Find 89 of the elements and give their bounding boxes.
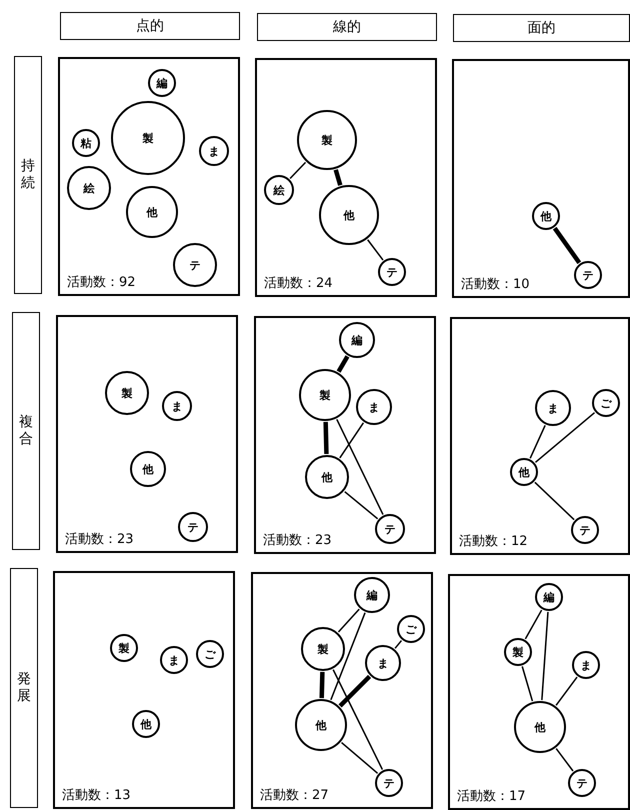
- link-line: [524, 610, 542, 640]
- panel-frame: [255, 58, 437, 297]
- bubble: ご: [592, 389, 620, 417]
- bubble: テ: [378, 258, 406, 286]
- link-line: [330, 612, 366, 700]
- activity-count: 活動数：10: [461, 276, 530, 293]
- bubble: 他: [132, 710, 160, 738]
- bubble: 製: [299, 369, 351, 421]
- link-line: [530, 425, 546, 459]
- link-line: [319, 672, 325, 698]
- bubble: 製: [111, 101, 185, 175]
- link-line: [534, 482, 575, 520]
- column-header: 面的: [453, 14, 630, 42]
- bubble: テ: [571, 516, 599, 544]
- bubble: 他: [295, 699, 347, 751]
- bubble: 編: [148, 69, 176, 97]
- link-line: [556, 748, 574, 772]
- link-line: [552, 226, 582, 264]
- link-line: [290, 162, 306, 179]
- panel-frame: [452, 59, 630, 298]
- bubble: 編: [535, 583, 563, 611]
- bubble: ま: [356, 389, 392, 425]
- link-line: [336, 418, 384, 515]
- bubble: 製: [105, 371, 149, 415]
- bubble: 絵: [67, 166, 111, 210]
- activity-count: 活動数：23: [263, 532, 332, 549]
- bubble: 他: [510, 458, 538, 486]
- link-line: [522, 666, 534, 702]
- link-line: [541, 612, 549, 700]
- bubble: 絵: [264, 175, 294, 205]
- activity-count: 活動数：13: [62, 787, 131, 804]
- bubble: 他: [130, 451, 166, 487]
- row-header: 発展: [10, 568, 38, 808]
- bubble: ま: [162, 391, 192, 421]
- bubble: 編: [354, 577, 390, 613]
- link-line: [338, 608, 360, 632]
- bubble: 他: [532, 202, 560, 230]
- column-header: 線的: [257, 13, 437, 41]
- activity-count: 活動数：17: [457, 788, 526, 805]
- bubble: ま: [199, 136, 229, 166]
- link-line: [535, 412, 595, 463]
- bubble: ま: [535, 390, 571, 426]
- link-line: [367, 239, 384, 260]
- link-line: [394, 640, 402, 649]
- bubble: ご: [397, 615, 425, 643]
- activity-count: 活動数：23: [65, 531, 134, 548]
- link-line: [336, 355, 350, 373]
- link-line: [332, 669, 384, 770]
- bubble: テ: [568, 769, 596, 797]
- activity-count: 活動数：12: [459, 533, 528, 550]
- activity-count: 活動数：24: [264, 275, 333, 292]
- bubble: 他: [126, 186, 178, 238]
- bubble: 製: [110, 634, 138, 662]
- bubble: 製: [301, 627, 345, 671]
- bubble: 編: [339, 322, 375, 358]
- bubble: ま: [572, 651, 600, 679]
- link-line: [334, 169, 342, 186]
- bubble: 他: [319, 185, 379, 245]
- bubble: 製: [297, 110, 357, 170]
- bubble: 製: [504, 638, 532, 666]
- row-header: 複合: [12, 312, 40, 550]
- panel-frame: [56, 315, 238, 553]
- bubble: テ: [375, 514, 405, 544]
- bubble: ま: [160, 646, 188, 674]
- activity-count: 活動数：27: [260, 787, 329, 804]
- bubble: ま: [365, 645, 401, 681]
- panel-frame: [53, 571, 235, 809]
- bubble: 他: [514, 701, 566, 753]
- link-line: [344, 491, 378, 520]
- bubble: 粘: [72, 129, 100, 157]
- bubble: 他: [305, 455, 349, 499]
- panel-frame: [254, 316, 436, 554]
- bubble: テ: [574, 261, 602, 289]
- bubble: テ: [178, 512, 208, 542]
- row-header: 持続: [14, 56, 42, 294]
- link-line: [338, 674, 372, 708]
- bubble: ご: [196, 640, 224, 668]
- activity-count: 活動数：92: [67, 274, 136, 291]
- link-line: [339, 422, 364, 458]
- link-line: [341, 742, 378, 774]
- link-line: [323, 422, 329, 454]
- column-header: 点的: [60, 12, 240, 40]
- panel-frame: [450, 317, 630, 555]
- panel-frame: [58, 57, 240, 296]
- link-line: [555, 676, 578, 706]
- bubble: テ: [375, 769, 403, 797]
- panel-frame: [448, 574, 630, 810]
- bubble: テ: [173, 243, 217, 287]
- panel-frame: [251, 572, 433, 809]
